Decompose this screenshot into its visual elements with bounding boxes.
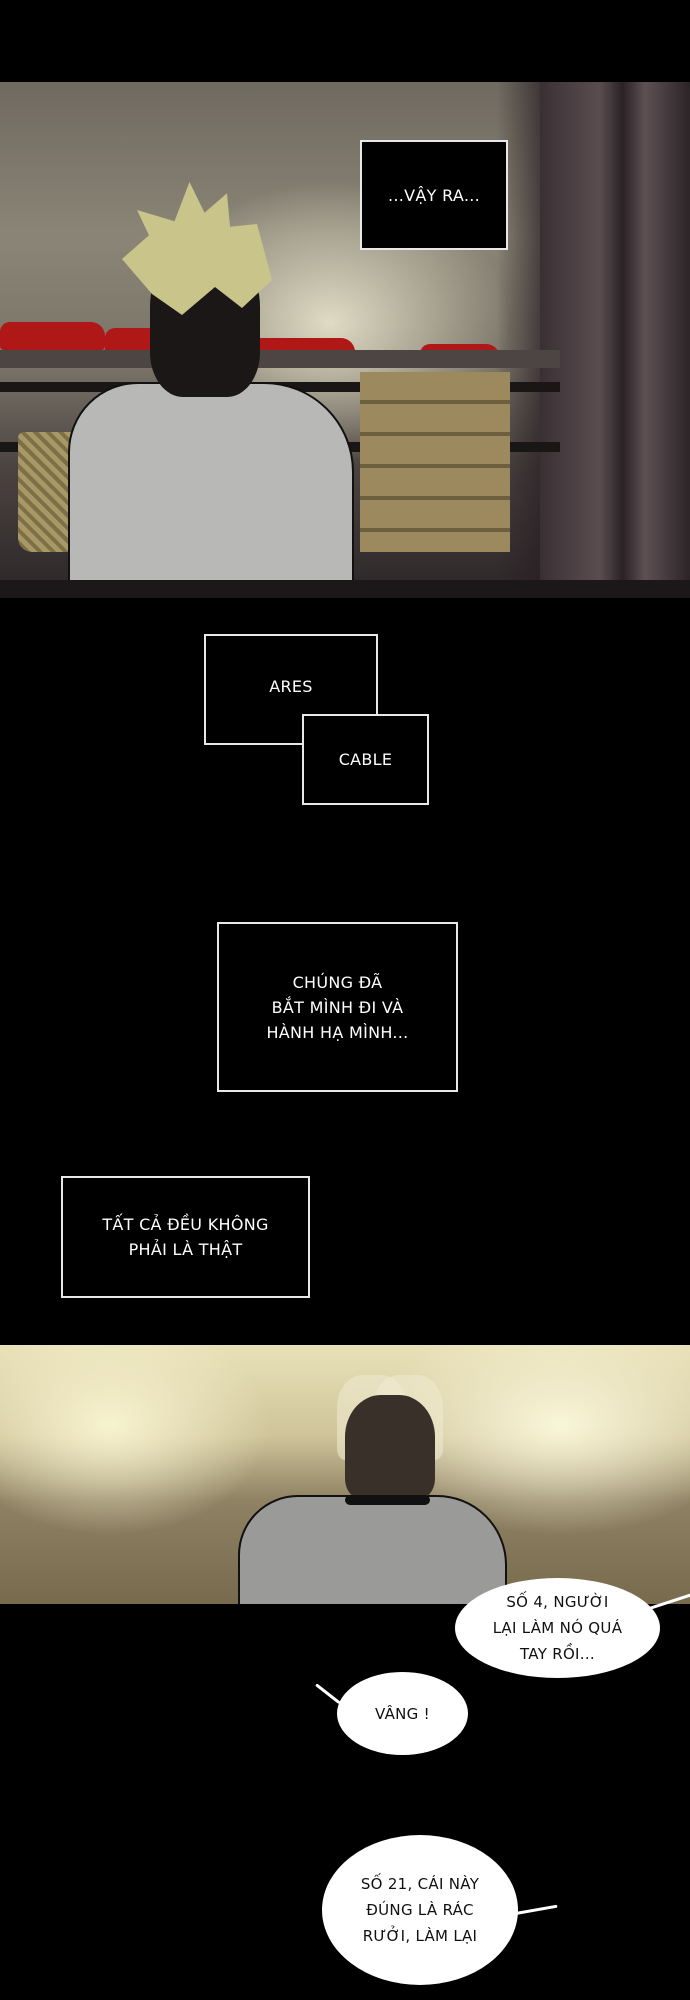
bubble-text: SỐ 21, CÁI NÀY ĐÚNG LÀ RÁC RƯỞI, LÀM LẠI [360, 1875, 480, 1945]
caption-text: ARES [269, 677, 313, 696]
caption-text: ...VẬY RA... [388, 185, 480, 205]
caption-box-vay-ra: ...VẬY RA... [360, 140, 508, 250]
shelf [0, 350, 560, 368]
comic-panel-storeroom [0, 82, 690, 598]
bubble-text: SỐ 4, NGƯỜI LẠI LÀM NÓ QUÁ TAY RỒI... [492, 1593, 623, 1663]
caption-join-mask [304, 716, 378, 745]
speech-bubble-so4: SỐ 4, NGƯỜI LẠI LÀM NÓ QUÁ TAY RỒI... [455, 1578, 660, 1678]
dark-wooden-pillars [540, 82, 690, 598]
speech-bubble-vang: VÂNG ! [337, 1672, 468, 1755]
character-spiky-hair [122, 182, 272, 315]
speech-bubble-so21: SỐ 21, CÁI NÀY ĐÚNG LÀ RÁC RƯỞI, LÀM LẠI [322, 1835, 518, 1985]
caption-text: TẤT CẢ ĐỀU KHÔNG PHẢI LÀ THẬT [102, 1215, 269, 1259]
caption-text: CHÚNG ĐÃ BẮT MÌNH ĐI VÀ HÀNH HẠ MÌNH... [266, 972, 409, 1042]
caption-box-chung-da: CHÚNG ĐÃ BẮT MÌNH ĐI VÀ HÀNH HẠ MÌNH... [217, 922, 458, 1092]
caption-box-ares: ARES [204, 634, 378, 745]
bubble-text: VÂNG ! [375, 1704, 430, 1723]
bubble-tail [315, 1683, 341, 1705]
red-goods [0, 322, 105, 350]
floor-shadow [0, 580, 690, 598]
character-head [345, 1395, 435, 1500]
character-back [238, 1495, 507, 1604]
stacked-baskets [360, 372, 510, 552]
caption-box-tat-ca: TẤT CẢ ĐỀU KHÔNG PHẢI LÀ THẬT [61, 1176, 310, 1298]
comic-panel-glowing-wall [0, 1345, 690, 1604]
caption-text: CABLE [338, 750, 393, 769]
character-back [68, 382, 354, 598]
jacket-collar [345, 1495, 430, 1505]
